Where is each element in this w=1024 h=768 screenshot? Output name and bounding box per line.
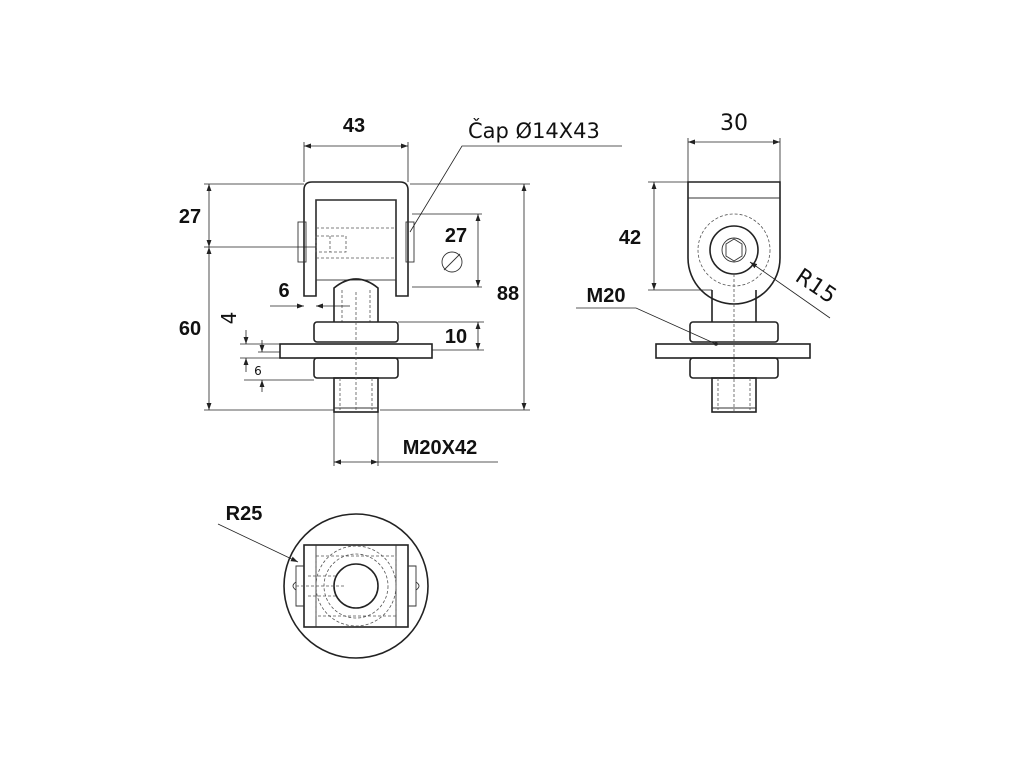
side-plate bbox=[655, 343, 811, 359]
dim-cap-label: Čap Ø14X43 bbox=[468, 118, 600, 143]
dim-gap-label: 6 bbox=[278, 280, 289, 302]
side-dim-width-label: 30 bbox=[720, 111, 748, 136]
top-bracket bbox=[303, 544, 409, 628]
top-rod-circle bbox=[333, 563, 379, 609]
front-view: 43 Čap Ø14X43 27 27 6 88 60 10 bbox=[179, 115, 622, 466]
dim-total-label: 88 bbox=[497, 283, 519, 305]
pin-body bbox=[315, 199, 397, 281]
dim-washer-label: 4 bbox=[217, 312, 241, 325]
bracket-neck bbox=[333, 278, 379, 322]
side-dim-thread-label: M20 bbox=[587, 285, 626, 307]
dim-top-height-label: 27 bbox=[179, 206, 201, 228]
top-view: R25 bbox=[217, 503, 429, 659]
dim-width-label: 43 bbox=[343, 115, 365, 137]
base-plate bbox=[279, 343, 433, 359]
pin-section-circle bbox=[441, 251, 463, 273]
side-dim-height-label: 42 bbox=[619, 227, 641, 249]
eye-outline bbox=[687, 181, 781, 305]
dim-pin-offset-label: 27 bbox=[445, 225, 467, 247]
dim-plate-label: 6 bbox=[254, 364, 262, 378]
side-dim-radius-label: R15 bbox=[791, 264, 841, 309]
eye-circle bbox=[709, 225, 759, 275]
bracket-outer bbox=[303, 181, 409, 297]
dim-lower-label: 60 bbox=[179, 318, 201, 340]
top-dim-radius-label: R25 bbox=[226, 503, 263, 525]
side-view: 30 42 R15 M20 bbox=[576, 111, 841, 413]
dim-nut-height-label: 10 bbox=[445, 326, 467, 348]
dim-thread-label: M20X42 bbox=[403, 437, 478, 459]
top-outer-circle bbox=[283, 513, 429, 659]
